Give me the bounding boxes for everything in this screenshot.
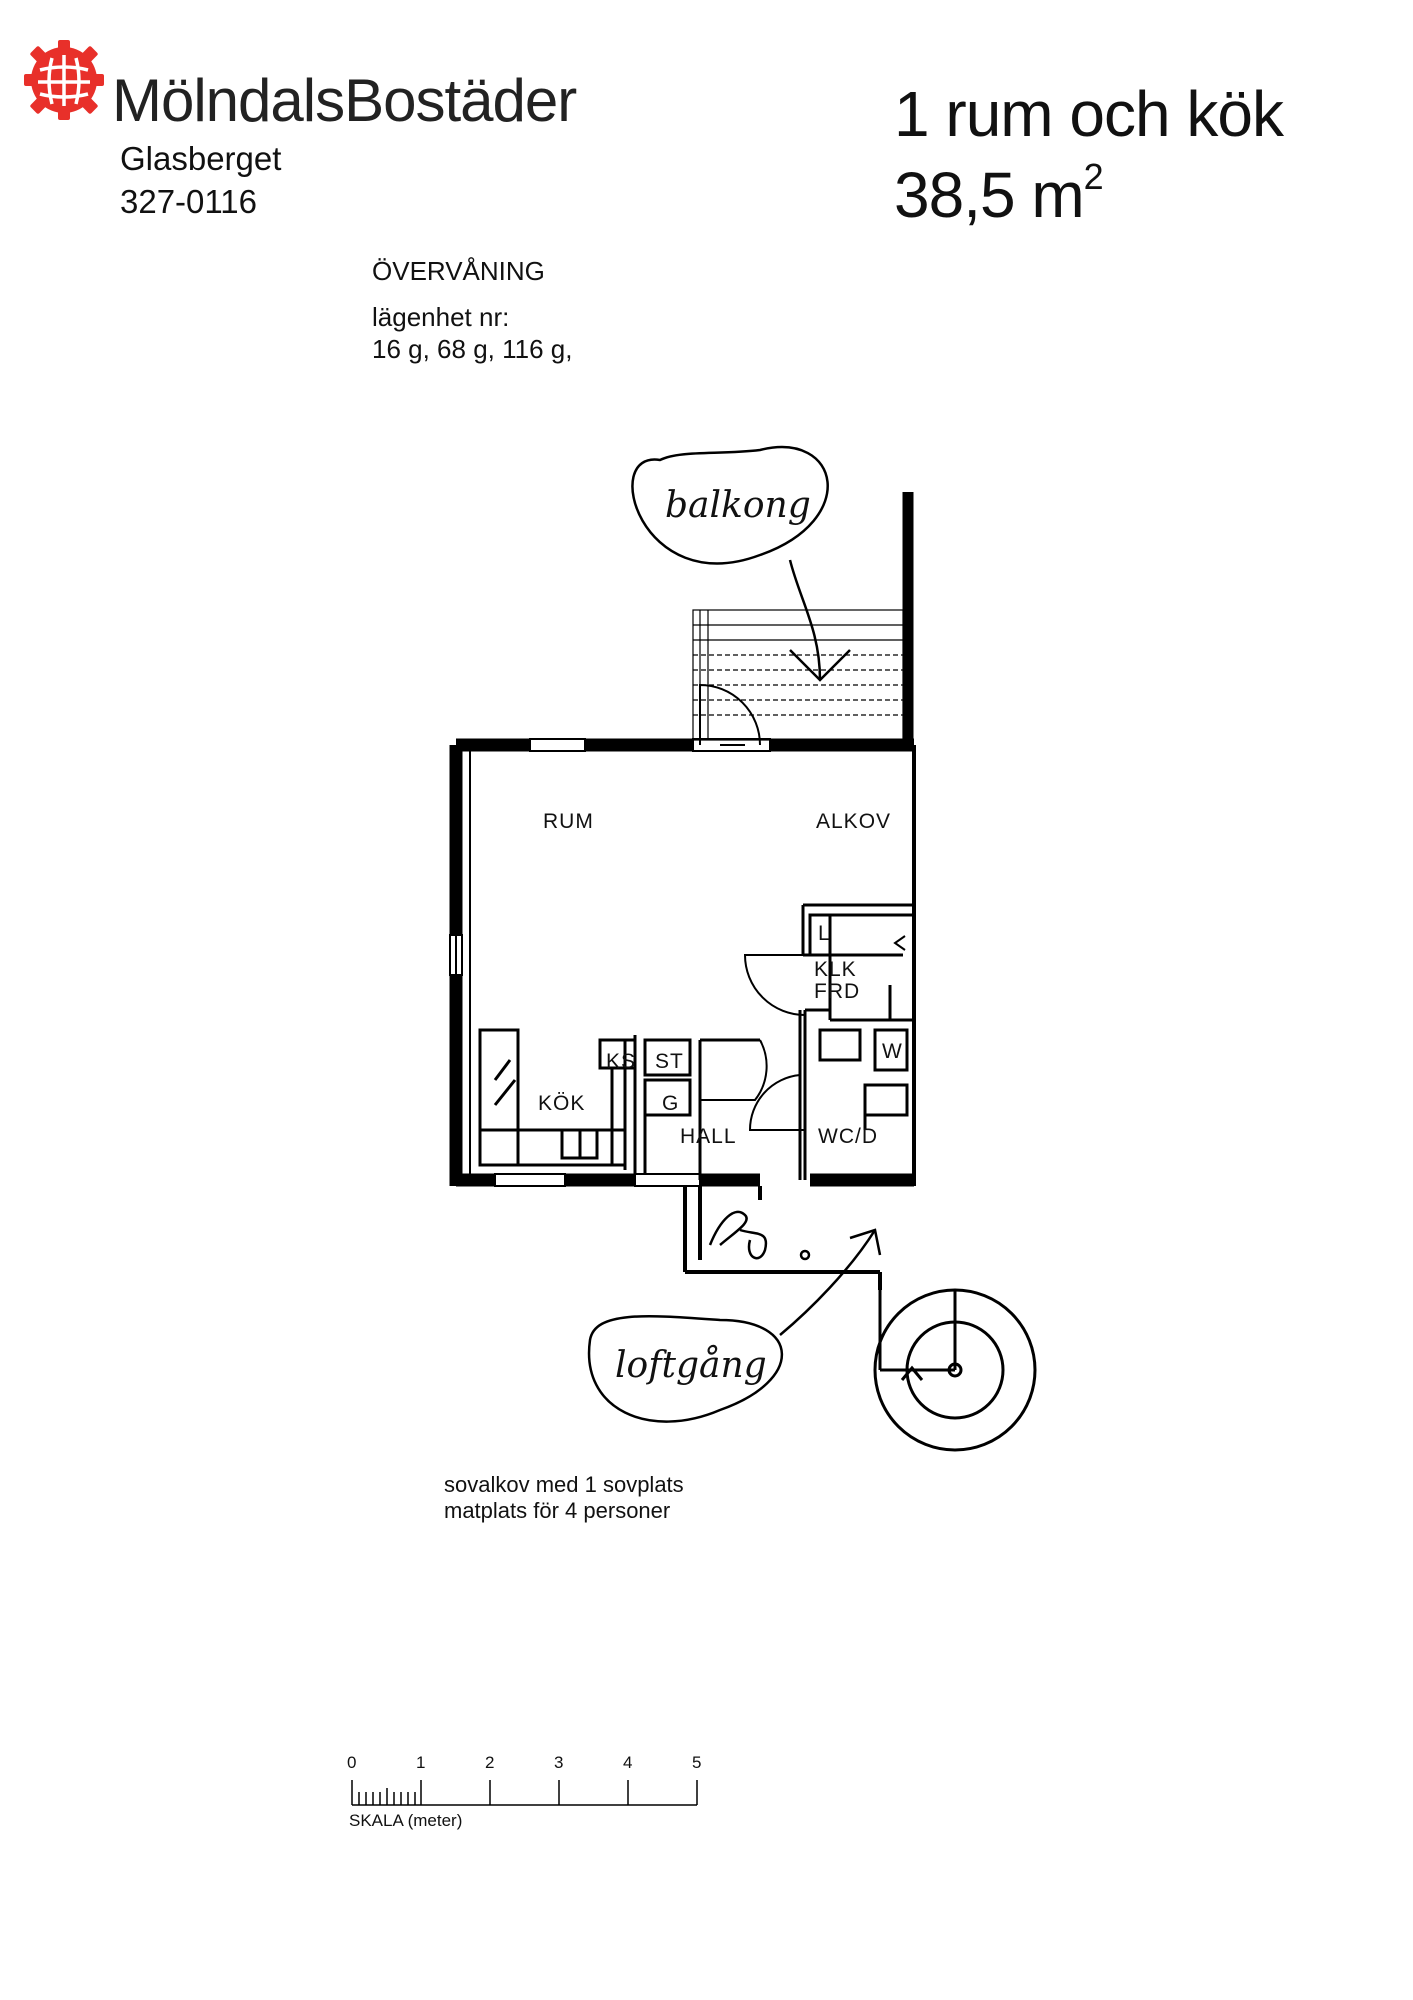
description-sleeping: sovalkov med 1 sovplats bbox=[444, 1472, 684, 1497]
room-label-klk: KLK bbox=[814, 958, 857, 981]
balcony-area bbox=[692, 609, 904, 741]
logo bbox=[22, 38, 106, 122]
description-dining: matplats för 4 personer bbox=[444, 1498, 671, 1523]
kitchen-counters bbox=[478, 1028, 692, 1175]
apartment-numbers: 16 g, 68 g, 116 g, bbox=[372, 334, 573, 364]
balcony-callout bbox=[631, 445, 851, 682]
object-number: 327-0116 bbox=[120, 183, 258, 220]
room-label-kok: KÖK bbox=[538, 1092, 586, 1115]
balcony-annotation: balkong bbox=[665, 485, 811, 526]
room-label-l: L bbox=[818, 922, 831, 945]
scale-tick-3: 3 bbox=[554, 1753, 564, 1772]
apartment-area: 38,5 m2 bbox=[894, 155, 1104, 232]
area-superscript: 2 bbox=[1083, 155, 1104, 197]
brand-name: MölndalsBostäder bbox=[112, 67, 577, 134]
apartment-number-label: lägenhet nr: bbox=[372, 302, 510, 332]
estate-name: Glasberget bbox=[120, 140, 282, 177]
scale-tick-4: 4 bbox=[623, 1753, 633, 1772]
room-label-ks: KS bbox=[606, 1050, 637, 1073]
room-label-frd: FRD bbox=[814, 980, 861, 1003]
gallery-callout bbox=[587, 1228, 882, 1423]
room-label-rum: RUM bbox=[543, 810, 594, 833]
room-label-wcd: WC/D bbox=[818, 1125, 878, 1148]
scale-tick-1: 1 bbox=[416, 1753, 426, 1772]
scale-label: SKALA (meter) bbox=[349, 1811, 463, 1830]
scale-tick-0: 0 bbox=[347, 1753, 357, 1772]
area-value: 38,5 m bbox=[894, 159, 1085, 231]
scale-bar bbox=[351, 1780, 698, 1806]
scale-tick-2: 2 bbox=[485, 1753, 495, 1772]
gallery-annotation: loftgång bbox=[615, 1345, 767, 1386]
room-label-alkov: ALKOV bbox=[816, 810, 892, 833]
outer-walls bbox=[449, 738, 914, 1187]
apartment-type: 1 rum och kök bbox=[894, 78, 1284, 150]
room-label-w: W bbox=[882, 1040, 903, 1063]
logo-emblem-icon bbox=[24, 40, 104, 120]
room-label-st: ST bbox=[655, 1050, 684, 1073]
room-label-g: G bbox=[662, 1092, 680, 1115]
floor-label: ÖVERVÅNING bbox=[372, 256, 545, 286]
inner-walls bbox=[698, 903, 914, 1180]
gallery-outline bbox=[683, 1186, 882, 1290]
room-label-hall: HALL bbox=[680, 1125, 737, 1148]
scale-tick-5: 5 bbox=[692, 1753, 702, 1772]
spiral-stair bbox=[873, 1288, 1037, 1452]
